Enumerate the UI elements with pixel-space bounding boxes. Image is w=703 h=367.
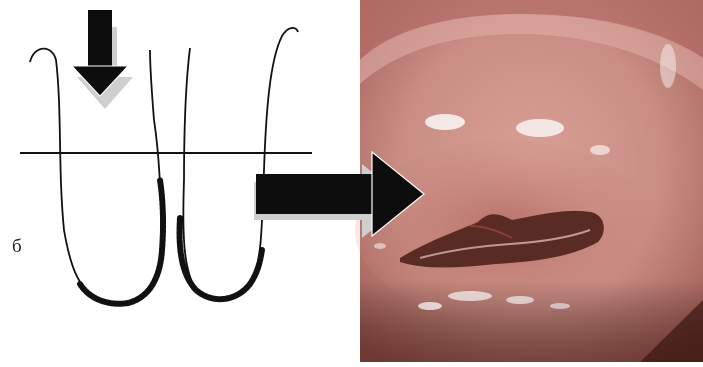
right-fold-outline: [183, 28, 298, 300]
schematic-diagram: [20, 10, 312, 304]
tissue-photo: [254, 0, 703, 362]
panel-label: б: [12, 236, 22, 257]
left-fold-epithelium: [80, 180, 163, 304]
down-arrow-icon: [72, 10, 133, 109]
right-fold-epithelium: [180, 218, 262, 299]
